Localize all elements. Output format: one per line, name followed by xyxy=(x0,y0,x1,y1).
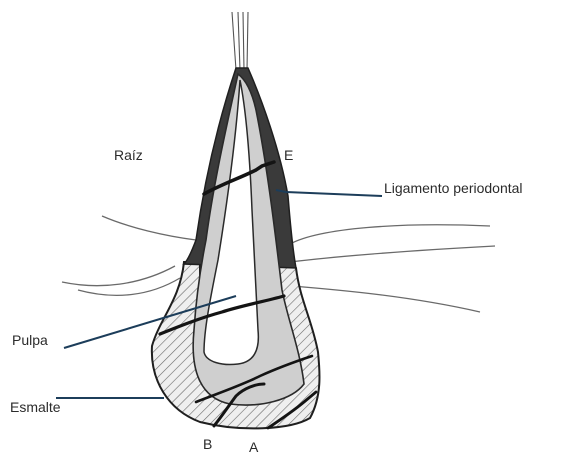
label-pulpa: Pulpa xyxy=(12,333,48,347)
label-ligamento-periodontal: Ligamento periodontal xyxy=(384,181,523,195)
ligament-leader xyxy=(276,190,382,196)
apex-lines xyxy=(232,12,248,70)
label-esmalte: Esmalte xyxy=(10,400,61,414)
label-b: B xyxy=(203,437,212,451)
label-raiz: Raíz xyxy=(114,148,143,162)
label-a: A xyxy=(249,440,258,454)
label-e: E xyxy=(284,148,293,162)
